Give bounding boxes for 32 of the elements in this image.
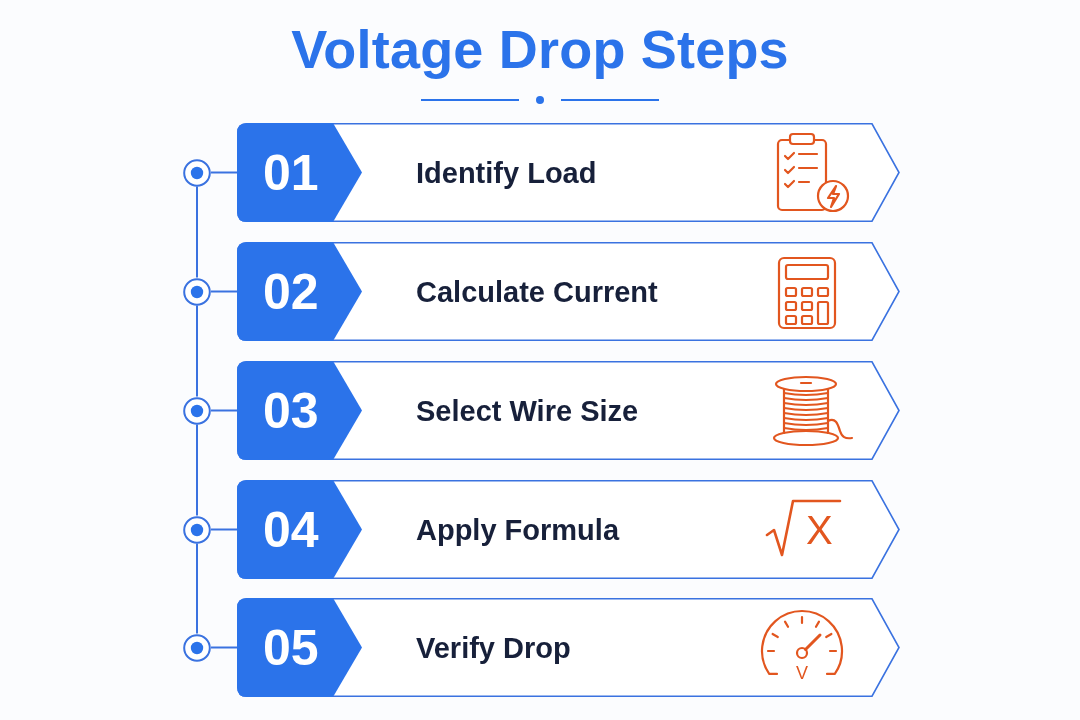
connector-line [196, 185, 198, 279]
step-number: 04 [263, 503, 319, 556]
step-title: Verify Drop [416, 630, 571, 665]
step-title: Apply Formula [416, 512, 619, 547]
timeline-dot [183, 515, 211, 544]
connector-line [196, 542, 198, 635]
timeline-dot [183, 277, 211, 306]
step-title: Calculate Current [416, 274, 658, 309]
timeline-dot [183, 396, 211, 425]
step-card [237, 480, 900, 579]
step-number: 02 [263, 265, 319, 318]
title: Voltage Drop Steps [291, 18, 789, 80]
step-title: Select Wire Size [416, 393, 639, 428]
connector-line [210, 171, 238, 174]
step-number: 05 [263, 621, 319, 674]
step-card [237, 123, 900, 222]
step-title: Identify Load [416, 155, 597, 190]
timeline-dot [183, 633, 211, 662]
timeline-dot [183, 158, 211, 187]
connector-line [196, 423, 198, 517]
unit-label: V [796, 664, 808, 682]
connector-line [210, 409, 238, 412]
connector-line [196, 304, 198, 398]
step-number: 03 [263, 384, 319, 437]
step-card [237, 361, 900, 460]
connector-line [210, 290, 238, 293]
step-card [237, 242, 900, 341]
step-card [237, 598, 900, 697]
connector-line [210, 646, 238, 649]
formula-variable: X [806, 510, 833, 550]
step-number: 01 [263, 146, 319, 199]
connector-line [210, 528, 238, 531]
